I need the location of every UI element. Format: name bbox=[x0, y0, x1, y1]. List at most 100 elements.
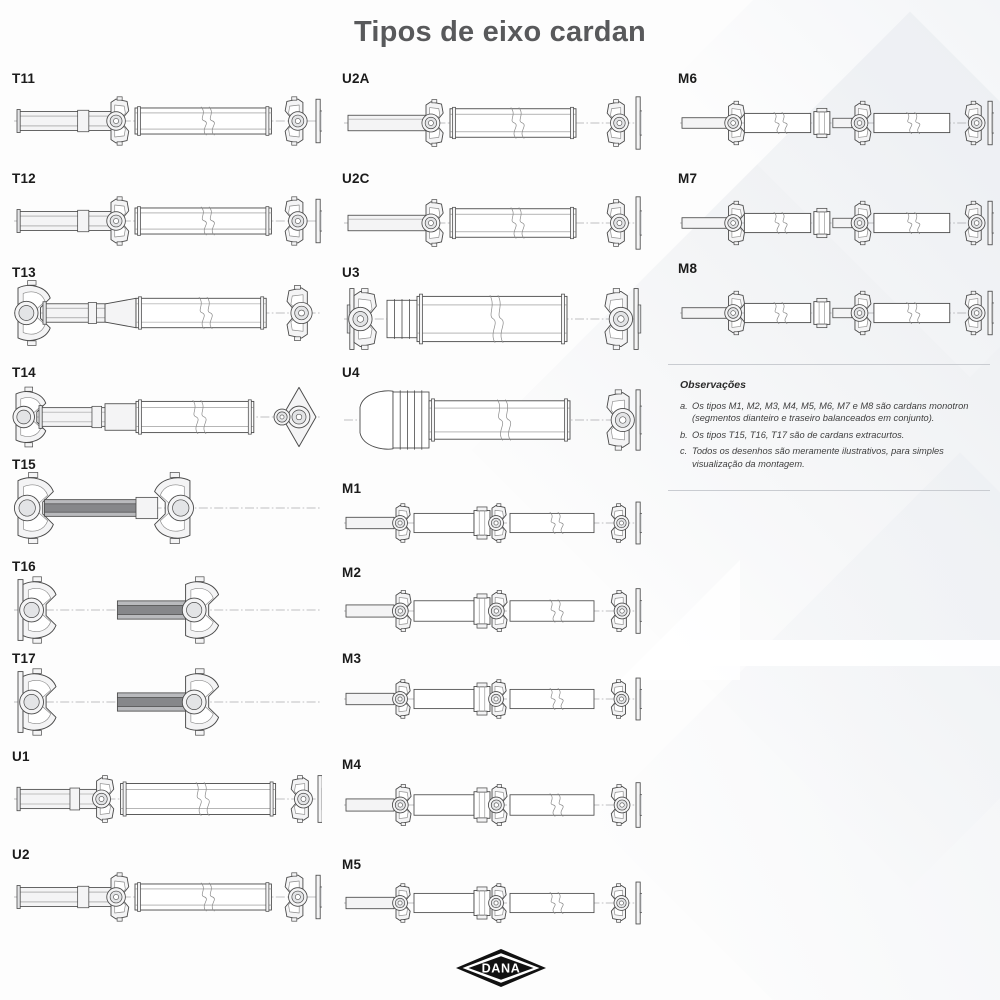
cross-spider bbox=[273, 408, 291, 426]
tube-break-line bbox=[557, 892, 564, 914]
figure-cell-m2: M2 bbox=[342, 566, 642, 634]
tube-break-line bbox=[489, 295, 496, 343]
figure-art-m2 bbox=[342, 578, 642, 644]
figure-art-t17 bbox=[12, 664, 322, 740]
tube-break-line bbox=[557, 599, 564, 623]
figure-label-t11: T11 bbox=[12, 71, 36, 86]
universal-joint-yoke bbox=[610, 784, 631, 826]
universal-joint-yoke bbox=[610, 590, 631, 632]
figure-cell-u2: U2 bbox=[12, 848, 322, 922]
tube-break-line bbox=[192, 400, 199, 434]
companion-flange bbox=[635, 782, 642, 828]
universal-joint-yoke bbox=[606, 99, 629, 147]
universal-joint-yoke bbox=[92, 775, 115, 823]
universal-joint-yoke bbox=[106, 196, 130, 246]
tube-break-line bbox=[198, 296, 205, 330]
figure-cell-m3: M3 bbox=[342, 652, 642, 721]
center-support-bearing bbox=[473, 506, 491, 540]
slip-yoke-splined-stub bbox=[16, 885, 114, 909]
figure-label-m5: M5 bbox=[342, 857, 362, 872]
observations-heading: Observações bbox=[680, 379, 746, 391]
center-support-bearing bbox=[473, 886, 491, 920]
universal-joint-yoke bbox=[724, 200, 745, 246]
observation-text: Todos os desenhos são meramente ilustrat… bbox=[692, 446, 944, 469]
figure-cell-m6: M6 bbox=[678, 72, 994, 146]
tube-break-line bbox=[557, 688, 564, 710]
observation-marker: a. bbox=[680, 401, 688, 411]
slip-yoke-splined-stub bbox=[42, 301, 115, 325]
figure-cell-m4: M4 bbox=[342, 757, 642, 828]
figure-art-t12 bbox=[12, 190, 322, 252]
double-yoke-body bbox=[181, 576, 220, 644]
universal-joint-yoke bbox=[284, 872, 308, 922]
tube-break-line bbox=[497, 295, 504, 343]
drive-tube bbox=[120, 781, 277, 817]
figure-art-u2c bbox=[342, 192, 642, 254]
figure-cell-u4: U4 bbox=[342, 366, 642, 451]
figure-art-m5 bbox=[342, 872, 642, 934]
universal-joint-yoke bbox=[421, 199, 444, 247]
driveshaft-drawing bbox=[14, 280, 320, 346]
figure-art-u3 bbox=[342, 280, 642, 358]
observation-text: Os tipos M1, M2, M3, M4, M5, M6, M7 e M8… bbox=[692, 401, 969, 424]
universal-joint-yoke bbox=[604, 288, 634, 350]
figure-cell-m1: M1 bbox=[342, 482, 642, 545]
page-title: Tipos de eixo cardan bbox=[354, 16, 646, 48]
drive-tube bbox=[449, 106, 577, 140]
driveshaft-drawing bbox=[14, 668, 320, 736]
figure-label-t16: T16 bbox=[12, 559, 36, 574]
tube-break-line bbox=[510, 207, 517, 239]
tube-break-line bbox=[208, 882, 215, 912]
figure-cell-t12: T12 bbox=[12, 172, 322, 246]
observation-item: a. Os tipos M1, M2, M3, M4, M5, M6, M7 e … bbox=[678, 400, 980, 425]
universal-joint-yoke bbox=[286, 285, 313, 341]
figure-label-t17: T17 bbox=[12, 651, 36, 666]
companion-flange bbox=[635, 389, 642, 451]
figure-cell-u3: U3 bbox=[342, 266, 642, 350]
tube-break-line bbox=[549, 892, 556, 914]
figure-art-u2 bbox=[12, 866, 322, 928]
figure-label-u2a: U2A bbox=[342, 71, 370, 86]
driveshaft-drawing bbox=[680, 200, 994, 246]
companion-flange bbox=[315, 198, 322, 244]
center-support-bearing bbox=[473, 593, 491, 629]
companion-flange bbox=[635, 501, 642, 545]
companion-flange bbox=[635, 881, 642, 925]
figure-cell-t13: T13 bbox=[12, 265, 320, 346]
figure-label-u2c: U2C bbox=[342, 171, 370, 186]
tube-break-line bbox=[549, 599, 556, 623]
figure-label-m4: M4 bbox=[342, 757, 362, 772]
driveshaft-drawing bbox=[14, 775, 322, 823]
watermark-diamond-3 bbox=[592, 452, 1000, 1000]
driveshaft-drawing bbox=[14, 196, 322, 246]
figure-art-m1 bbox=[342, 492, 642, 554]
universal-joint-yoke bbox=[610, 679, 630, 719]
figure-art-t11 bbox=[12, 90, 322, 152]
universal-joint-yoke bbox=[964, 200, 986, 246]
figure-art-m4 bbox=[342, 772, 642, 838]
drive-tube bbox=[134, 882, 272, 912]
universal-joint-yoke bbox=[610, 679, 630, 719]
figure-cell-t14: T14 bbox=[12, 366, 320, 448]
observation-marker: c. bbox=[680, 446, 688, 457]
double-yoke-body bbox=[19, 668, 57, 736]
universal-joint-yoke bbox=[284, 196, 308, 246]
universal-joint-yoke bbox=[392, 883, 411, 923]
companion-flange bbox=[987, 100, 994, 146]
universal-joint-yoke bbox=[610, 503, 630, 543]
tube-break-line bbox=[497, 399, 504, 441]
figure-label-t13: T13 bbox=[12, 265, 36, 280]
universal-joint-yoke bbox=[606, 199, 629, 247]
driveshaft-drawing bbox=[344, 677, 642, 721]
tube-break-line bbox=[773, 302, 780, 324]
observation-item: b.Os tipos T15, T16, T17 são de cardans … bbox=[678, 429, 980, 441]
cross-spider bbox=[287, 405, 311, 429]
slip-yoke-splined-stub bbox=[16, 786, 102, 812]
figure-label-u1: U1 bbox=[12, 749, 30, 764]
figure-art-m7 bbox=[678, 192, 994, 254]
figure-art-t16 bbox=[12, 572, 322, 648]
center-support-bearing bbox=[473, 682, 491, 716]
universal-joint-yoke bbox=[391, 590, 412, 632]
universal-joint-yoke bbox=[606, 389, 635, 451]
